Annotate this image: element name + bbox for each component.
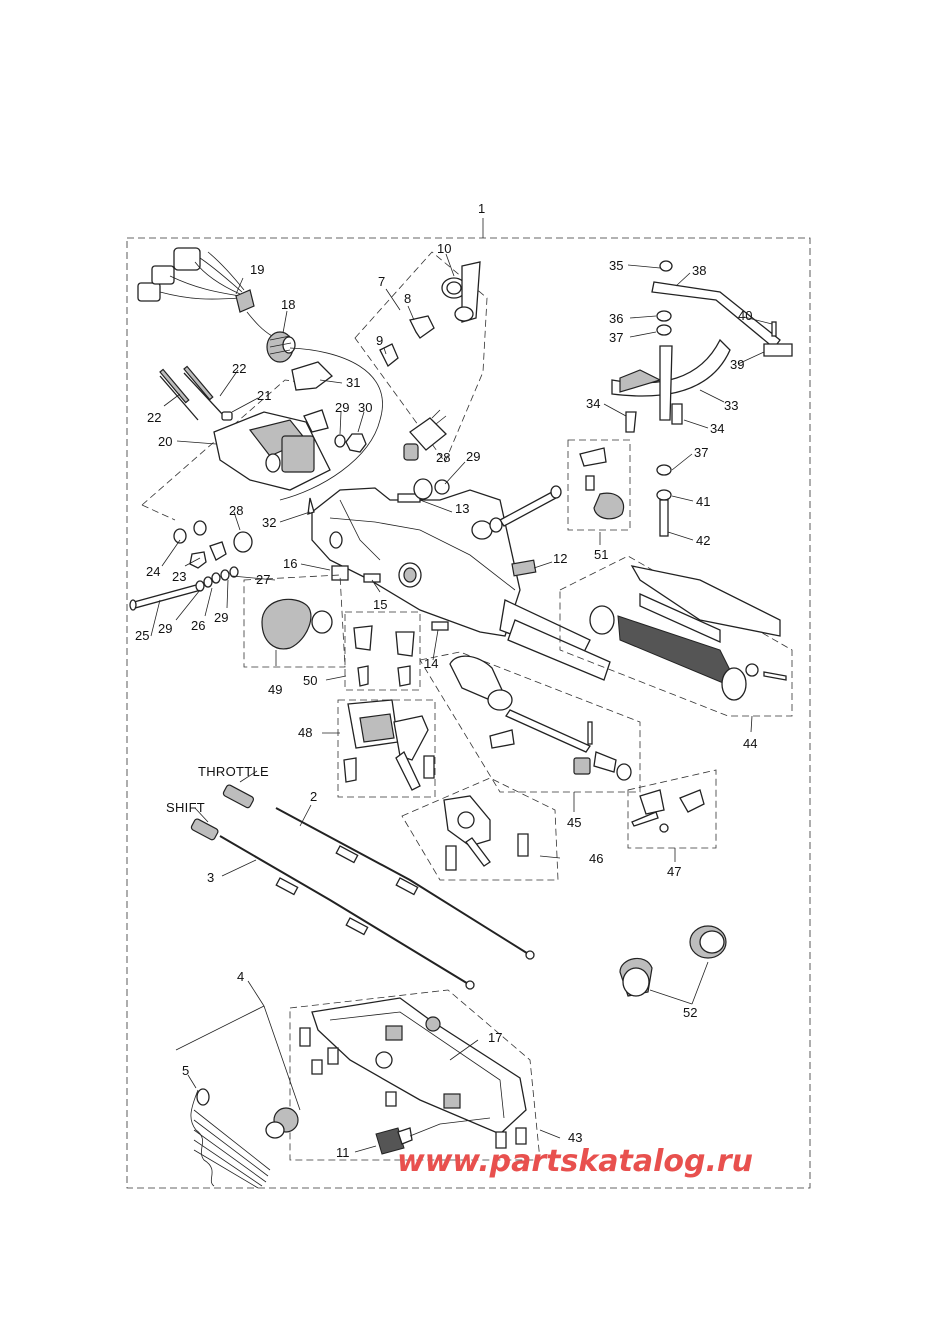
- callout-7: 7: [378, 274, 385, 289]
- callout-4: 4: [237, 969, 244, 984]
- stopper-plate-icon: [353, 625, 415, 687]
- callout-8: 8: [404, 291, 411, 306]
- callout-48: 48: [298, 725, 312, 740]
- callout-28b: 28: [436, 450, 450, 465]
- callout-52: 52: [683, 1005, 697, 1020]
- callout-32: 32: [262, 515, 276, 530]
- callout-29d: 29: [214, 610, 228, 625]
- callout-13: 13: [455, 501, 469, 516]
- callout-41: 41: [696, 494, 710, 509]
- callout-24: 24: [146, 564, 160, 579]
- knob-icon: [261, 598, 333, 650]
- lanyard-icon: [190, 1088, 271, 1189]
- callout-38: 38: [692, 263, 706, 278]
- callout-20: 20: [158, 434, 172, 449]
- callout-50: 50: [303, 673, 317, 688]
- callout-17: 17: [488, 1030, 502, 1045]
- throttle-link-icon: [449, 655, 632, 781]
- connector-icon: [403, 409, 447, 461]
- callout-29a: 29: [335, 400, 349, 415]
- callout-27: 27: [256, 572, 270, 587]
- callout-44: 44: [743, 736, 757, 751]
- callout-22a: 22: [232, 361, 246, 376]
- callout-34a: 34: [586, 396, 600, 411]
- callout-36: 36: [609, 311, 623, 326]
- callout-19: 19: [250, 262, 264, 277]
- callout-46: 46: [589, 851, 603, 866]
- stopper-plate-icon: [611, 260, 793, 537]
- stop-switch-icon: [265, 1107, 299, 1139]
- callout-29c: 29: [158, 621, 172, 636]
- callout-numbers: 1 2 3 4 5 7 8 9 10 11 12 13 14 15 16 17 …: [135, 201, 757, 1160]
- callout-30: 30: [358, 400, 372, 415]
- callout-22b: 22: [147, 410, 161, 425]
- callout-9: 9: [376, 333, 383, 348]
- leader-lines: [150, 253, 773, 1153]
- throttle-grip-icon: [589, 565, 787, 701]
- shift-switch-icon: [579, 447, 625, 520]
- tiller-arm-icon: [311, 487, 611, 681]
- callout-23: 23: [172, 569, 186, 584]
- link-arm-icon: [443, 795, 529, 871]
- callout-43: 43: [568, 1130, 582, 1145]
- tiller-bracket-icon: [159, 365, 331, 491]
- assembly-frame: [126, 237, 811, 1189]
- callout-11: 11: [336, 1145, 350, 1160]
- callout-5: 5: [182, 1063, 189, 1078]
- callout-25: 25: [135, 628, 149, 643]
- callout-29b: 29: [466, 449, 480, 464]
- knob-icon: [619, 925, 727, 997]
- grommet-icon: [266, 331, 296, 363]
- callout-37a: 37: [609, 330, 623, 345]
- throttle-caption: THROTTLE: [198, 764, 269, 779]
- lever-icon: [343, 699, 435, 791]
- callout-42: 42: [696, 533, 710, 548]
- callout-3: 3: [207, 870, 214, 885]
- callout-21: 21: [257, 388, 271, 403]
- watermark: www.partskatalog.ru: [397, 1144, 753, 1179]
- bolt-icon: [471, 485, 562, 540]
- callout-47: 47: [667, 864, 681, 879]
- callout-39: 39: [730, 357, 744, 372]
- callout-51: 51: [594, 547, 608, 562]
- callout-45: 45: [567, 815, 581, 830]
- washer-icon: [334, 433, 367, 453]
- callout-18: 18: [281, 297, 295, 312]
- callout-14: 14: [424, 656, 438, 671]
- cable-icon: [190, 784, 535, 990]
- clamp-icon: [379, 261, 481, 368]
- callout-28a: 28: [229, 503, 243, 518]
- callout-1: 1: [478, 201, 485, 216]
- shift-caption: SHIFT: [166, 800, 205, 815]
- wire-harness-icon: [137, 247, 273, 337]
- fastener-set-icon: [129, 520, 239, 611]
- clip-icon: [291, 361, 333, 433]
- callout-2: 2: [310, 789, 317, 804]
- callout-49: 49: [268, 682, 282, 697]
- friction-adjuster-icon: [631, 789, 705, 833]
- switch-icon: [375, 1117, 491, 1155]
- callout-26: 26: [191, 618, 205, 633]
- callout-31: 31: [346, 375, 360, 390]
- callout-16: 16: [283, 556, 297, 571]
- callout-15: 15: [373, 597, 387, 612]
- bottom-cover-icon: [299, 997, 527, 1149]
- callout-34b: 34: [710, 421, 724, 436]
- callout-12: 12: [553, 551, 567, 566]
- callout-10: 10: [437, 241, 451, 256]
- callout-40: 40: [738, 308, 752, 323]
- callout-33: 33: [724, 398, 738, 413]
- callout-37b: 37: [694, 445, 708, 460]
- callout-35: 35: [609, 258, 623, 273]
